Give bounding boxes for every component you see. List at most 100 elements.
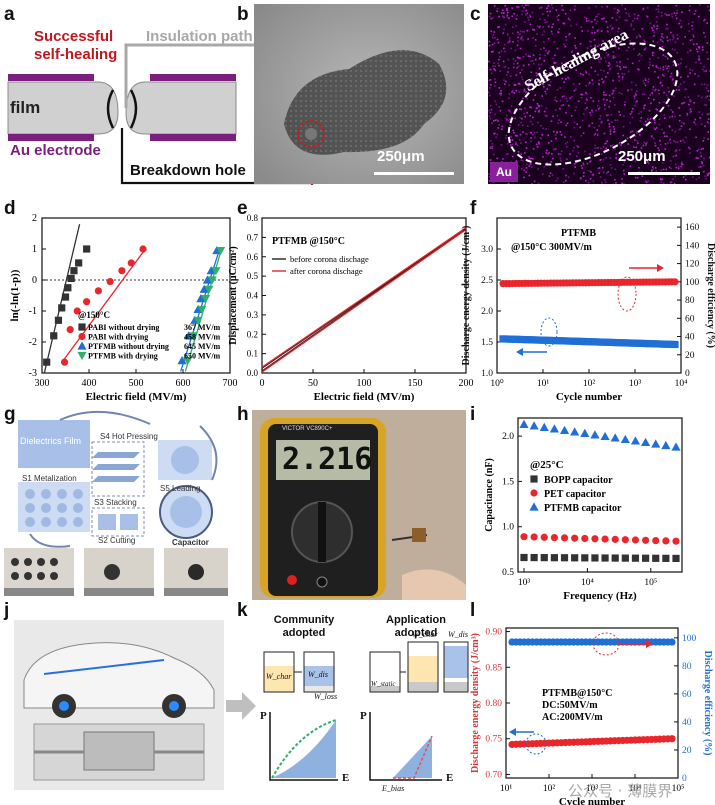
panel-label-k: k — [237, 600, 248, 621]
chart-l-xtick-label: 10⁵ — [672, 784, 685, 794]
chart-d-ylabel: ln(-ln(1-p)) — [9, 269, 21, 321]
chart-i-point-2 — [641, 437, 651, 447]
w-static-label: W_static — [371, 680, 396, 688]
panel-label-b: b — [237, 4, 249, 25]
chart-e-line-return-1 — [261, 227, 467, 368]
chart-d-point-0 — [58, 304, 66, 312]
au-electrode-label: Au electrode — [10, 142, 101, 159]
chart-d-point-2 — [202, 275, 213, 284]
chart-i-point-2 — [630, 436, 641, 445]
chart-f-xtick-label: 10⁴ — [675, 379, 689, 389]
chart-l-y2tick-label: 0 — [682, 774, 687, 784]
chart-d-ytick-label: -1 — [29, 306, 37, 317]
w-dis-label: W_dis — [308, 670, 328, 679]
chart-d-point-3 — [211, 267, 221, 276]
insulation-path-label: Insulation path — [146, 28, 253, 45]
chart-i-xtick-label: 10⁵ — [644, 578, 657, 588]
chart-i-xtick-label: 10⁴ — [581, 578, 595, 588]
chart-i-point-0 — [601, 554, 609, 562]
chart-i-point-2 — [590, 430, 600, 439]
chart-d-point-0 — [75, 259, 83, 267]
chart-e-ytick-label: 0.8 — [247, 213, 259, 223]
chart-e-ytick-label: 0.2 — [247, 329, 258, 339]
chart-i-point-2 — [549, 424, 559, 433]
sem-scale-bar-label: 250μm — [377, 148, 425, 165]
step-capacitor: Capacitor — [172, 538, 209, 547]
chart-l-arrowhead-red — [646, 640, 653, 648]
w-char-label: W_char — [266, 672, 292, 681]
chart-d-legend-value-0: 367 MV/m — [184, 323, 221, 332]
chart-e-xlabel: Electric field (MV/m) — [314, 391, 415, 403]
chart-l-y2tick-label: 60 — [682, 690, 692, 700]
chart-d-xlabel: Electric field (MV/m) — [86, 391, 187, 403]
w-dis-label-right: W_dis — [448, 630, 468, 639]
chart-i-point-2 — [519, 419, 529, 428]
film-label: film — [10, 98, 41, 117]
eds-au-map — [488, 4, 710, 184]
chart-i-ytick-label: 1.5 — [502, 477, 514, 487]
step-metalization: S1 Metalization — [22, 474, 77, 483]
chart-l-y2tick-label: 20 — [682, 746, 692, 756]
chart-d-legend-marker-1 — [78, 332, 86, 341]
chart-f-y2label: Discharge efficiency (%) — [705, 243, 715, 348]
chart-e-ytick-label: 0.5 — [247, 271, 259, 281]
chart-i-legend-0: BOPP capacitor — [544, 475, 613, 486]
chart-d-point-1 — [73, 307, 81, 315]
chart-l-xtick-label: 10² — [543, 784, 556, 794]
chart-d-ytick-label: -3 — [29, 368, 37, 379]
energy-schematic: Community adopted Application adopted W_… — [258, 612, 470, 802]
panel-label-f: f — [470, 198, 477, 219]
chart-e-xtick-label: 100 — [357, 378, 372, 389]
chart-i-legend-marker-1 — [530, 489, 538, 497]
chart-f-xtick-label: 10⁰ — [490, 378, 504, 389]
chart-i-point-1 — [662, 537, 670, 545]
chart-l-subtitle: DC:50MV/m — [542, 700, 598, 711]
chart-i-point-2 — [651, 439, 661, 448]
chart-d-point-1 — [106, 277, 114, 286]
chart-i-point-0 — [591, 554, 599, 562]
chart-i-ylabel: Capacitance (nF) — [484, 458, 495, 532]
chart-i-point-1 — [560, 534, 569, 542]
chart-i-point-2 — [580, 428, 590, 437]
e-bias-label: E_bias — [382, 784, 405, 793]
chart-i-point-0 — [672, 554, 680, 563]
chart-i-legend-marker-2 — [529, 502, 539, 511]
chart-f-y2tick-label: 160 — [685, 223, 700, 233]
chart-l-y2label: Discharge efficiency (%) — [702, 651, 713, 756]
panel-label-l: l — [470, 600, 476, 621]
chart-i-point-2 — [559, 425, 570, 434]
chart-i-ytick-label: 0.5 — [502, 568, 514, 578]
chart-f-y2tick-label: 120 — [685, 260, 700, 270]
chart-i-point-2 — [671, 442, 681, 451]
w-char-label-right: W_char — [412, 630, 438, 639]
chart-d-point-2 — [199, 284, 209, 293]
chart-f-xlabel: Cycle number — [556, 391, 622, 403]
meter-brand: VICTOR VC890C+ — [282, 426, 333, 432]
meter-display: 2.216 — [282, 442, 373, 477]
chart-i-point-2 — [539, 422, 549, 431]
chart-e-ytick-label: 0.1 — [247, 349, 258, 359]
chart-l-subtitle2: AC:200MV/m — [542, 712, 603, 723]
chart-f-highlight-blue — [540, 317, 558, 347]
chart-d-fit-1 — [62, 248, 146, 361]
step-hot-pressing: S4 Hot Pressing — [100, 432, 158, 441]
chart-d-ytick-label: 0 — [32, 275, 37, 286]
chart-f-xtick-label: 10² — [583, 379, 596, 389]
chart-d-point-2 — [184, 331, 194, 340]
chart-i-point-0 — [621, 554, 629, 562]
chart-e-ytick-label: 0.7 — [247, 232, 259, 242]
community-adopted-title: Community adopted — [273, 614, 335, 639]
chart-i-point-0 — [642, 554, 650, 562]
chart-d-point-0 — [64, 284, 72, 292]
chart-d-point-3 — [204, 285, 214, 294]
chart-l-ytick-label: 0.70 — [485, 770, 502, 780]
chart-i-point-1 — [540, 533, 548, 541]
chart-i-point-0 — [662, 554, 670, 562]
chart-f-xtick-label: 10³ — [629, 379, 642, 389]
chart-d-xtick-label: 700 — [223, 378, 238, 389]
chart-d-point-0 — [61, 293, 70, 301]
breakdown-hole-label: Breakdown hole — [130, 162, 246, 179]
chart-l-ylabel: Discharge energy density (J/cm³) — [470, 633, 481, 773]
chart-d-point-0 — [83, 245, 91, 253]
chart-e-xtick-label: 0 — [260, 378, 265, 389]
